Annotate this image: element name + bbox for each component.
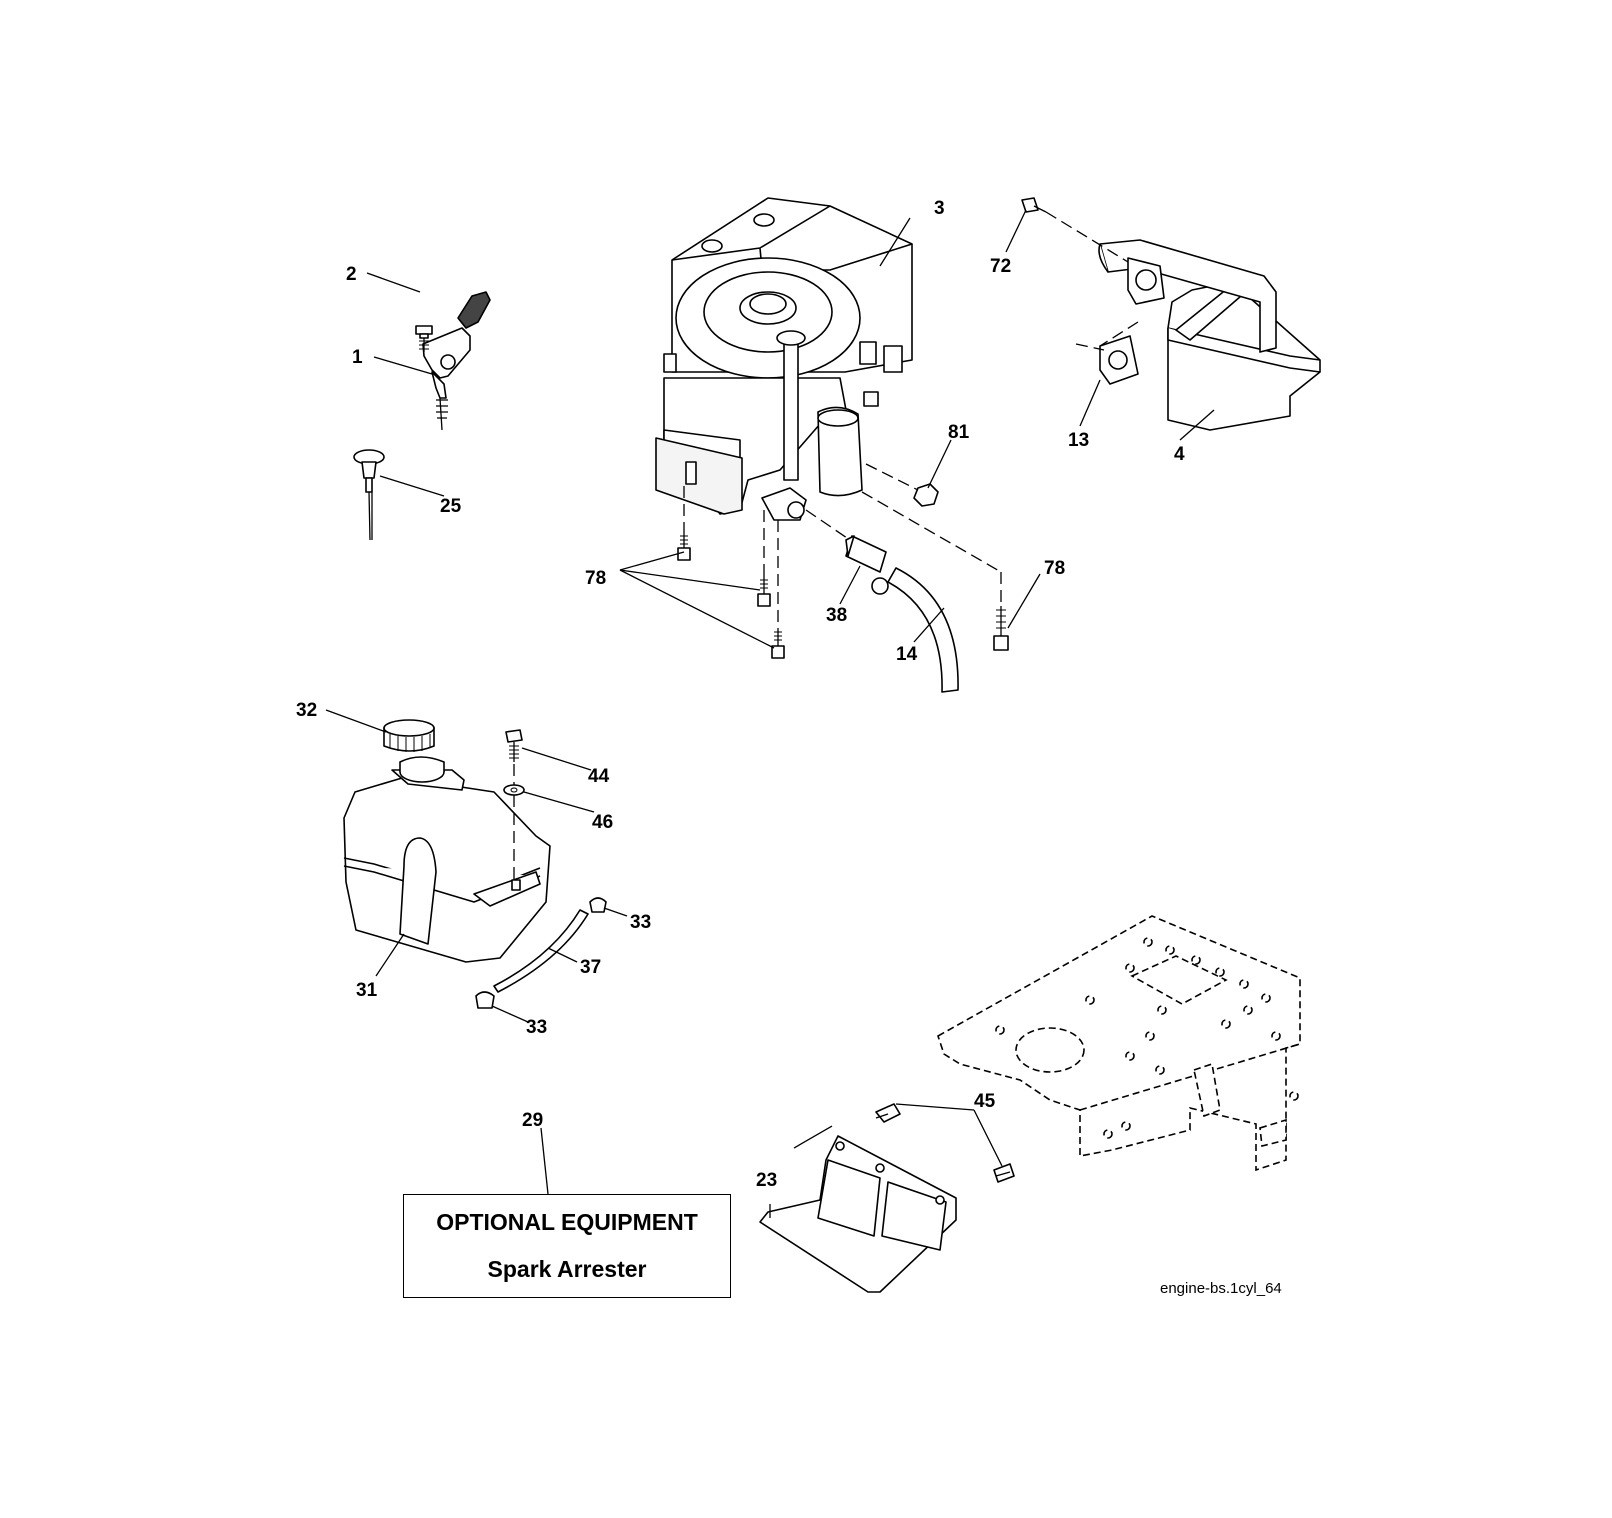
callout-13: 13 bbox=[1068, 430, 1089, 451]
callout-31: 31 bbox=[356, 980, 378, 1001]
chassis-frame bbox=[937, 915, 1301, 1172]
fuel-hose-part-14 bbox=[887, 567, 959, 693]
callout-38: 38 bbox=[826, 605, 847, 626]
fuel-cap-part bbox=[383, 719, 435, 752]
screw-part-2 bbox=[415, 325, 433, 352]
muffler-part bbox=[1098, 239, 1321, 431]
drawing-code: engine-bs.1cyl_64 bbox=[1160, 1280, 1282, 1297]
callout-23: 23 bbox=[756, 1170, 777, 1191]
heat-shield-part-23 bbox=[759, 1135, 957, 1293]
bolt-part-78-c bbox=[771, 628, 785, 659]
callout-2: 2 bbox=[346, 264, 357, 285]
callout-25: 25 bbox=[440, 496, 462, 517]
nut-part-81 bbox=[913, 483, 939, 507]
bolt-part-45-b bbox=[993, 1163, 1015, 1183]
clamp-part-33-a bbox=[589, 897, 607, 913]
callout-33-b: 33 bbox=[526, 1017, 547, 1038]
callout-32: 32 bbox=[296, 700, 317, 721]
bolt-part-78-b bbox=[757, 576, 771, 607]
callout-14: 14 bbox=[896, 644, 918, 665]
fuel-filter-part bbox=[845, 535, 889, 595]
optional-equipment-title: OPTIONAL EQUIPMENT bbox=[436, 1209, 698, 1235]
callout-78-b: 78 bbox=[1044, 558, 1065, 579]
bolt-part-78-a bbox=[677, 532, 691, 561]
choke-knob-part bbox=[353, 449, 385, 541]
bolt-part-78-d bbox=[993, 606, 1009, 651]
callout-46: 46 bbox=[592, 812, 613, 833]
bolt-part-45-a bbox=[875, 1103, 901, 1123]
callout-72: 72 bbox=[990, 256, 1011, 277]
callout-labels: 1 2 3 4 13 14 23 25 29 31 32 33 33 37 38… bbox=[296, 198, 1185, 1191]
gasket-part bbox=[1099, 335, 1139, 385]
clamp-part-33-b bbox=[475, 991, 495, 1009]
optional-equipment-box: OPTIONAL EQUIPMENT Spark Arrester bbox=[403, 1194, 731, 1298]
spark-arrester-label: Spark Arrester bbox=[487, 1256, 647, 1282]
callout-37: 37 bbox=[580, 957, 601, 978]
leader-lines bbox=[325, 209, 1215, 1218]
washer-part-46 bbox=[503, 784, 525, 796]
callout-45: 45 bbox=[974, 1091, 996, 1112]
callout-81: 81 bbox=[948, 422, 970, 443]
callout-4: 4 bbox=[1174, 444, 1185, 465]
callout-3: 3 bbox=[934, 198, 945, 219]
screw-part-72 bbox=[1021, 197, 1047, 213]
fuel-line-part-37 bbox=[493, 909, 589, 993]
screw-part-44 bbox=[505, 729, 523, 762]
callout-78-a: 78 bbox=[585, 568, 606, 589]
fuel-tank-part bbox=[343, 756, 551, 963]
callout-29: 29 bbox=[522, 1110, 543, 1131]
callout-44: 44 bbox=[588, 766, 610, 787]
callout-1: 1 bbox=[352, 347, 363, 368]
engine-part bbox=[655, 197, 913, 521]
callout-33-a: 33 bbox=[630, 912, 651, 933]
throttle-control-part bbox=[422, 291, 491, 431]
